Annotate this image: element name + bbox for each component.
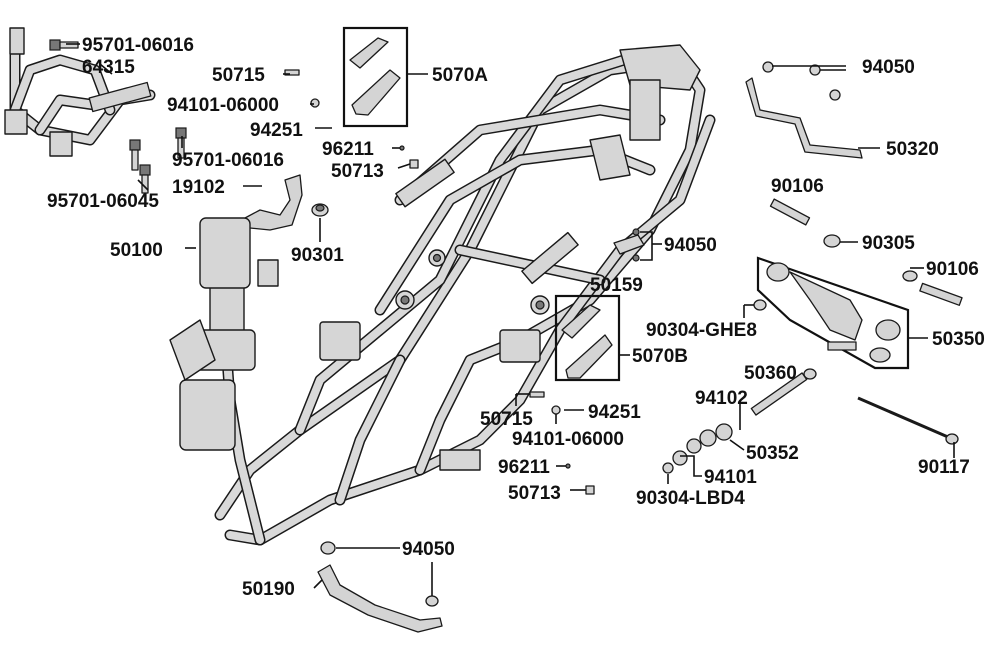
bolt-50715-top — [284, 69, 300, 76]
nut-50713-top — [409, 159, 419, 169]
washer-90106-right — [902, 270, 963, 306]
label-90117: 90117 — [918, 457, 970, 478]
label-50713-bot: 50713 — [508, 483, 561, 504]
nut-90305 — [823, 234, 841, 248]
label-90305: 90305 — [862, 233, 915, 254]
label-50715-bot: 50715 — [480, 409, 533, 430]
label-50100: 50100 — [110, 240, 163, 261]
swing-arm-link-50350 — [766, 262, 901, 363]
label-94050-bot: 94050 — [402, 539, 455, 560]
nut-50713-bot — [585, 485, 595, 495]
label-50352: 50352 — [746, 443, 799, 464]
pin-90106-top — [769, 198, 811, 226]
pin-96211-bot — [565, 463, 571, 469]
bracket-19102 — [244, 174, 303, 231]
label-94102: 94102 — [695, 388, 748, 409]
label-94101-06000-bot: 94101-06000 — [512, 429, 624, 450]
washer-94101-06000-top — [310, 98, 320, 108]
label-90304-LBD4: 90304-LBD4 — [636, 488, 745, 509]
label-95701-06016-top: 95701-06016 — [82, 35, 194, 56]
rod-50360 — [750, 368, 817, 416]
label-94251-top: 94251 — [250, 120, 303, 141]
nut-90301 — [311, 203, 329, 217]
bolt-50715-bot — [529, 391, 545, 398]
long-bolt-90117 — [857, 396, 959, 445]
skid-plate-50190 — [317, 541, 443, 633]
label-94101: 94101 — [704, 467, 757, 488]
leader-lines — [66, 43, 955, 596]
bolt-95701-06016 — [49, 39, 79, 51]
bushing-stack-94102 — [662, 423, 733, 474]
kit-box-5070A — [342, 26, 409, 128]
label-50320: 50320 — [886, 139, 939, 160]
washer-94101-06000-bot — [551, 405, 561, 415]
label-94251-bot: 94251 — [588, 402, 641, 423]
label-50159: 50159 — [590, 275, 643, 296]
main-frame — [169, 44, 716, 546]
label-50190: 50190 — [242, 579, 295, 600]
label-90301: 90301 — [291, 245, 344, 266]
label-95701-06016-mid: 95701-06016 — [172, 150, 284, 171]
label-50713-top: 50713 — [331, 161, 384, 182]
label-96211-bot: 96211 — [498, 457, 550, 478]
label-50715-top: 50715 — [212, 65, 265, 86]
label-90106-top: 90106 — [771, 176, 824, 197]
label-5070B: 5070B — [632, 346, 688, 367]
nut-90304-GHE8 — [753, 299, 767, 311]
head-tube-bracket-50100 — [199, 217, 279, 289]
label-95701-06045: 95701-06045 — [47, 191, 159, 212]
panel-5070B — [561, 304, 613, 379]
label-90304-GHE8: 90304-GHE8 — [646, 320, 757, 341]
kit-box-50350 — [756, 256, 910, 370]
kit-box-5070B — [554, 294, 621, 382]
label-94050-top: 94050 — [862, 57, 915, 78]
bracket-50320 — [745, 61, 863, 159]
label-19102: 19102 — [172, 177, 225, 198]
part-labels: 95701-06016 64315 50715 94101-06000 9425… — [47, 35, 985, 600]
panel-5070A — [349, 37, 401, 116]
bolts-95701-set — [129, 127, 187, 194]
pin-96211-top — [399, 145, 405, 151]
label-94050-mid: 94050 — [664, 235, 717, 256]
plate-50159 — [613, 228, 645, 262]
label-90106-right: 90106 — [926, 259, 979, 280]
label-94101-06000-top: 94101-06000 — [167, 95, 279, 116]
label-64315: 64315 — [82, 57, 135, 78]
label-50360: 50360 — [744, 363, 797, 384]
label-5070A: 5070A — [432, 65, 488, 86]
label-50350: 50350 — [932, 329, 985, 350]
front-subframe — [4, 27, 156, 157]
label-96211-top: 96211 — [322, 139, 374, 160]
